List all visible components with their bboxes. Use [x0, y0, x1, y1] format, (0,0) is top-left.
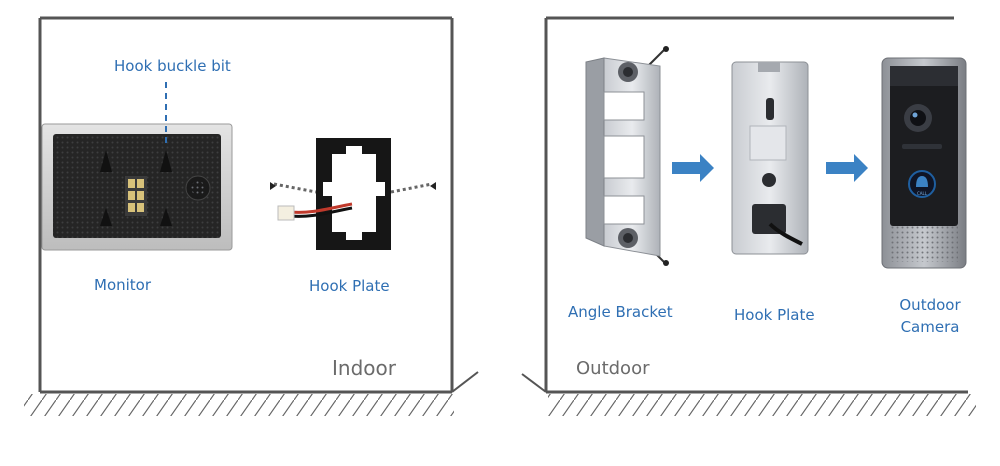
outdoor-camera-label-line1: Outdoor [899, 296, 961, 314]
indoor-hook-plate-label: Hook Plate [309, 277, 390, 295]
monitor-label: Monitor [94, 276, 152, 294]
monitor-image [41, 123, 233, 251]
angle-bracket-image [585, 46, 669, 266]
angle-bracket-label: Angle Bracket [568, 303, 673, 321]
indoor-title: Indoor [332, 356, 396, 380]
camera-call-text: CALL [917, 191, 928, 196]
arrow-1 [672, 154, 714, 182]
outdoor-hook-plate-label: Hook Plate [734, 306, 815, 324]
indoor-wall [24, 16, 479, 416]
hook-buckle-label: Hook buckle bit [114, 57, 231, 75]
indoor-hook-plate-image [270, 138, 436, 250]
outdoor-hook-plate-image [731, 61, 809, 255]
outdoor-wall [521, 16, 976, 416]
outdoor-camera-label-line2: Camera [900, 318, 960, 336]
outdoor-camera-image: CALL [881, 57, 967, 269]
outdoor-title: Outdoor [576, 358, 650, 379]
outdoor-camera-label: Outdoor Camera [890, 294, 970, 338]
arrow-2 [826, 154, 868, 182]
